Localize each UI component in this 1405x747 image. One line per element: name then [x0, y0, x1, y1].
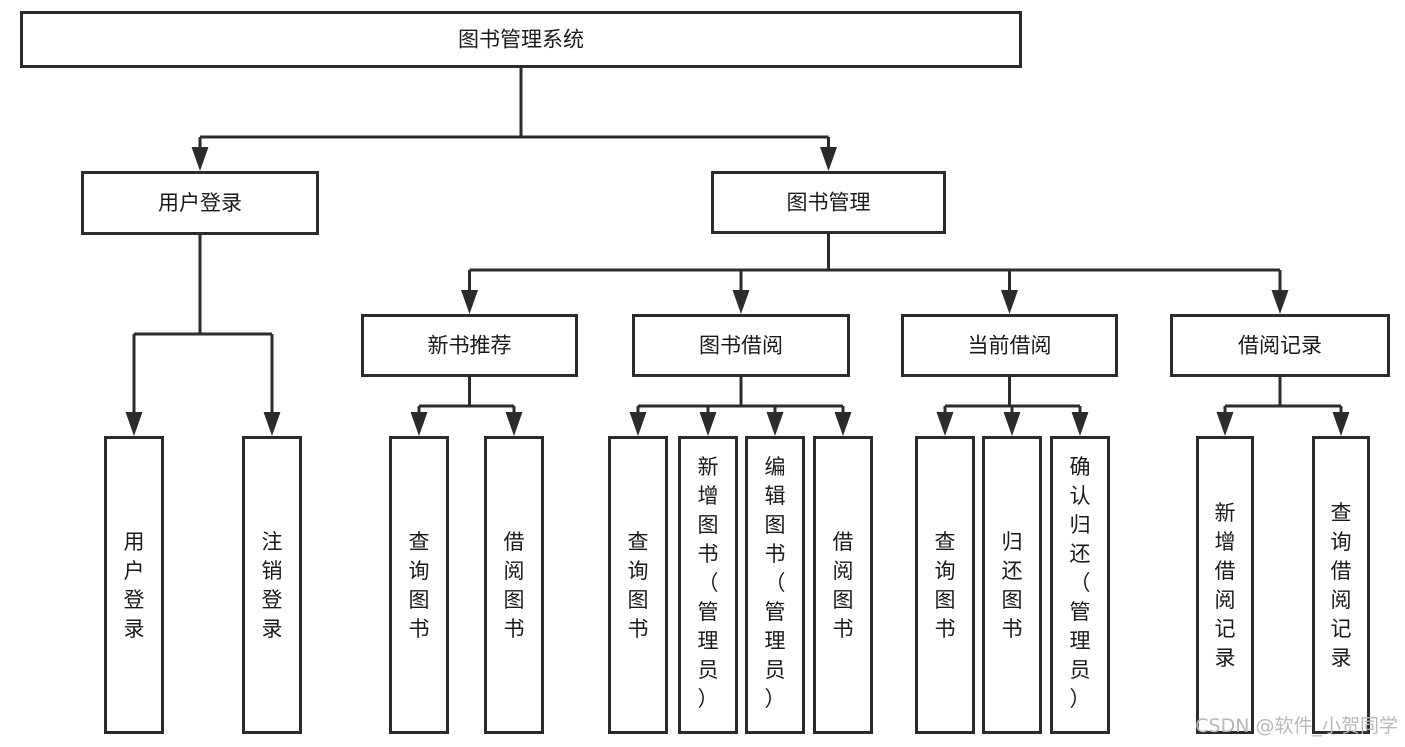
node-label-leaf-query-borrow-record: 查询借阅记录 — [1331, 501, 1352, 670]
node-box-leaf-query-book-1 — [389, 436, 449, 734]
arrow-head-icon — [1003, 412, 1021, 436]
node-box-leaf-edit-book-admin — [745, 436, 805, 734]
node-user-login[interactable]: 用户登录 — [81, 171, 319, 235]
node-leaf-user-login[interactable]: 用户登录 — [104, 436, 164, 734]
node-new-book-recommend[interactable]: 新书推荐 — [361, 314, 578, 377]
arrow-head-icon — [1001, 290, 1018, 314]
node-root[interactable]: 图书管理系统 — [20, 11, 1022, 68]
arrow-head-icon — [699, 412, 717, 436]
connector-user-login — [125, 235, 281, 436]
node-label-leaf-logout: 注销登录 — [262, 530, 283, 641]
node-leaf-query-book-1[interactable]: 查询图书 — [389, 436, 449, 734]
node-label-leaf-borrow-book-2: 借阅图书 — [833, 530, 854, 641]
connector-new-book-recommend — [410, 377, 523, 436]
arrow-head-icon — [461, 290, 478, 314]
node-box-leaf-add-borrow-record — [1196, 436, 1254, 734]
node-leaf-query-borrow-record[interactable]: 查询借阅记录 — [1312, 436, 1370, 734]
node-layer: 图书管理系统用户登录图书管理新书推荐图书借阅当前借阅借阅记录用户登录注销登录查询… — [20, 11, 1390, 734]
node-box-new-book-recommend — [361, 314, 578, 377]
node-label-leaf-return-book: 归还图书 — [1002, 530, 1023, 641]
node-box-leaf-query-book-3 — [915, 436, 975, 734]
node-label-user-login: 用户登录 — [158, 191, 242, 215]
node-label-leaf-borrow-book-1: 借阅图书 — [504, 530, 525, 641]
node-book-borrow[interactable]: 图书借阅 — [632, 314, 850, 377]
node-label-borrow-record: 借阅记录 — [1238, 334, 1322, 358]
node-label-book-borrow: 图书借阅 — [699, 334, 783, 358]
node-leaf-query-book-3[interactable]: 查询图书 — [915, 436, 975, 734]
node-current-borrow[interactable]: 当前借阅 — [901, 314, 1118, 377]
connector-root — [191, 68, 837, 171]
node-label-current-borrow: 当前借阅 — [968, 334, 1052, 358]
node-book-management[interactable]: 图书管理 — [711, 171, 946, 234]
arrow-head-icon — [191, 147, 209, 171]
node-leaf-borrow-book-1[interactable]: 借阅图书 — [484, 436, 544, 734]
node-box-leaf-borrow-book-2 — [813, 436, 873, 734]
node-label-leaf-query-book-1: 查询图书 — [409, 530, 430, 641]
node-label-leaf-user-login: 用户登录 — [124, 530, 145, 641]
arrow-head-icon — [125, 412, 143, 436]
arrow-head-icon — [732, 290, 750, 314]
node-box-leaf-return-book — [982, 436, 1042, 734]
node-box-root — [20, 11, 1022, 68]
node-label-leaf-add-borrow-record: 新增借阅记录 — [1215, 501, 1236, 670]
node-label-leaf-confirm-return-admin: 确认归还（管理员） — [1070, 455, 1091, 711]
node-box-leaf-logout — [242, 436, 302, 734]
node-box-book-management — [711, 171, 946, 234]
node-label-leaf-add-book-admin: 新增图书（管理员） — [698, 455, 719, 711]
node-label-book-management: 图书管理 — [787, 191, 871, 215]
arrow-head-icon — [263, 412, 281, 436]
node-box-leaf-confirm-return-admin — [1050, 436, 1110, 734]
arrow-head-icon — [834, 412, 852, 436]
node-label-root: 图书管理系统 — [458, 28, 584, 52]
arrow-head-icon — [410, 412, 428, 436]
node-leaf-borrow-book-2[interactable]: 借阅图书 — [813, 436, 873, 734]
node-label-leaf-query-book-3: 查询图书 — [935, 530, 956, 641]
arrow-head-icon — [629, 412, 647, 436]
node-box-leaf-query-borrow-record — [1312, 436, 1370, 734]
node-leaf-query-book-2[interactable]: 查询图书 — [608, 436, 668, 734]
arrow-head-icon — [820, 147, 837, 171]
arrow-head-icon — [1271, 290, 1289, 314]
node-leaf-add-book-admin[interactable]: 新增图书（管理员） — [678, 436, 738, 734]
node-borrow-record[interactable]: 借阅记录 — [1170, 314, 1390, 377]
node-label-leaf-edit-book-admin: 编辑图书（管理员） — [765, 455, 786, 711]
node-box-leaf-user-login — [104, 436, 164, 734]
node-box-leaf-add-book-admin — [678, 436, 738, 734]
node-leaf-return-book[interactable]: 归还图书 — [982, 436, 1042, 734]
arrow-head-icon — [1332, 412, 1350, 436]
node-leaf-confirm-return-admin[interactable]: 确认归还（管理员） — [1050, 436, 1110, 734]
connector-borrow-record — [1216, 377, 1350, 436]
node-leaf-edit-book-admin[interactable]: 编辑图书（管理员） — [745, 436, 805, 734]
node-box-user-login — [81, 171, 319, 235]
node-leaf-logout[interactable]: 注销登录 — [242, 436, 302, 734]
arrow-head-icon — [1071, 412, 1089, 436]
connector-layer — [125, 68, 1350, 436]
connector-current-borrow — [936, 377, 1089, 436]
arrow-head-icon — [766, 412, 784, 436]
node-label-leaf-query-book-2: 查询图书 — [628, 530, 649, 641]
arrow-head-icon — [505, 412, 523, 436]
arrow-head-icon — [936, 412, 954, 436]
node-box-book-borrow — [632, 314, 850, 377]
node-box-leaf-borrow-book-1 — [484, 436, 544, 734]
connector-book-management — [461, 234, 1289, 314]
arrow-head-icon — [1216, 412, 1234, 436]
node-leaf-add-borrow-record[interactable]: 新增借阅记录 — [1196, 436, 1254, 734]
node-box-current-borrow — [901, 314, 1118, 377]
node-box-borrow-record — [1170, 314, 1390, 377]
node-box-leaf-query-book-2 — [608, 436, 668, 734]
node-label-new-book-recommend: 新书推荐 — [428, 334, 512, 358]
csdn-watermark: CSDN @软件_小贺同学 — [1195, 715, 1398, 737]
connector-book-borrow — [629, 377, 852, 436]
